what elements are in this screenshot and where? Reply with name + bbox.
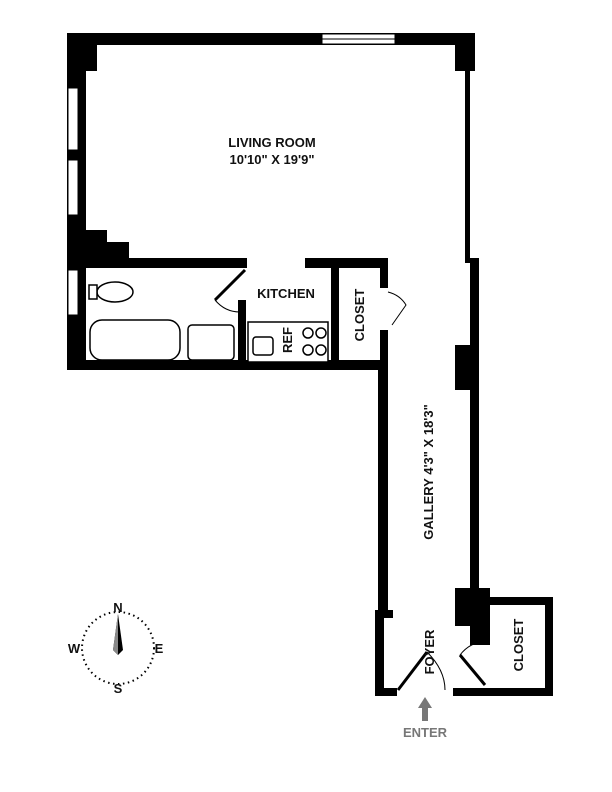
closet-label: CLOSET <box>352 289 367 342</box>
toilet-icon <box>96 281 134 303</box>
doors <box>213 268 487 691</box>
windows <box>67 33 396 316</box>
ref-label: REF <box>280 327 295 353</box>
svg-text:S: S <box>114 681 123 696</box>
svg-text:N: N <box>113 600 122 615</box>
kitchen-label: KITCHEN <box>257 286 315 301</box>
stove-icon <box>302 327 327 356</box>
gallery-label: GALLERY 4'3" X 18'3" <box>421 404 436 540</box>
bath-sink-icon <box>187 324 235 361</box>
svg-text:W: W <box>68 641 81 656</box>
bathtub-icon <box>89 319 181 361</box>
enter-arrow-icon <box>418 697 432 721</box>
enter-label: ENTER <box>403 725 448 740</box>
living-room-size: 10'10" X 19'9" <box>229 152 314 167</box>
fixtures <box>88 281 329 363</box>
closet-foyer-label: CLOSET <box>511 619 526 672</box>
walls <box>67 33 553 696</box>
living-room-label: LIVING ROOM <box>228 135 315 150</box>
foyer-label: FOYER <box>422 629 437 674</box>
svg-text:E: E <box>155 641 164 656</box>
compass-icon: N S E W <box>68 600 164 696</box>
kitchen-sink-icon <box>252 336 274 356</box>
